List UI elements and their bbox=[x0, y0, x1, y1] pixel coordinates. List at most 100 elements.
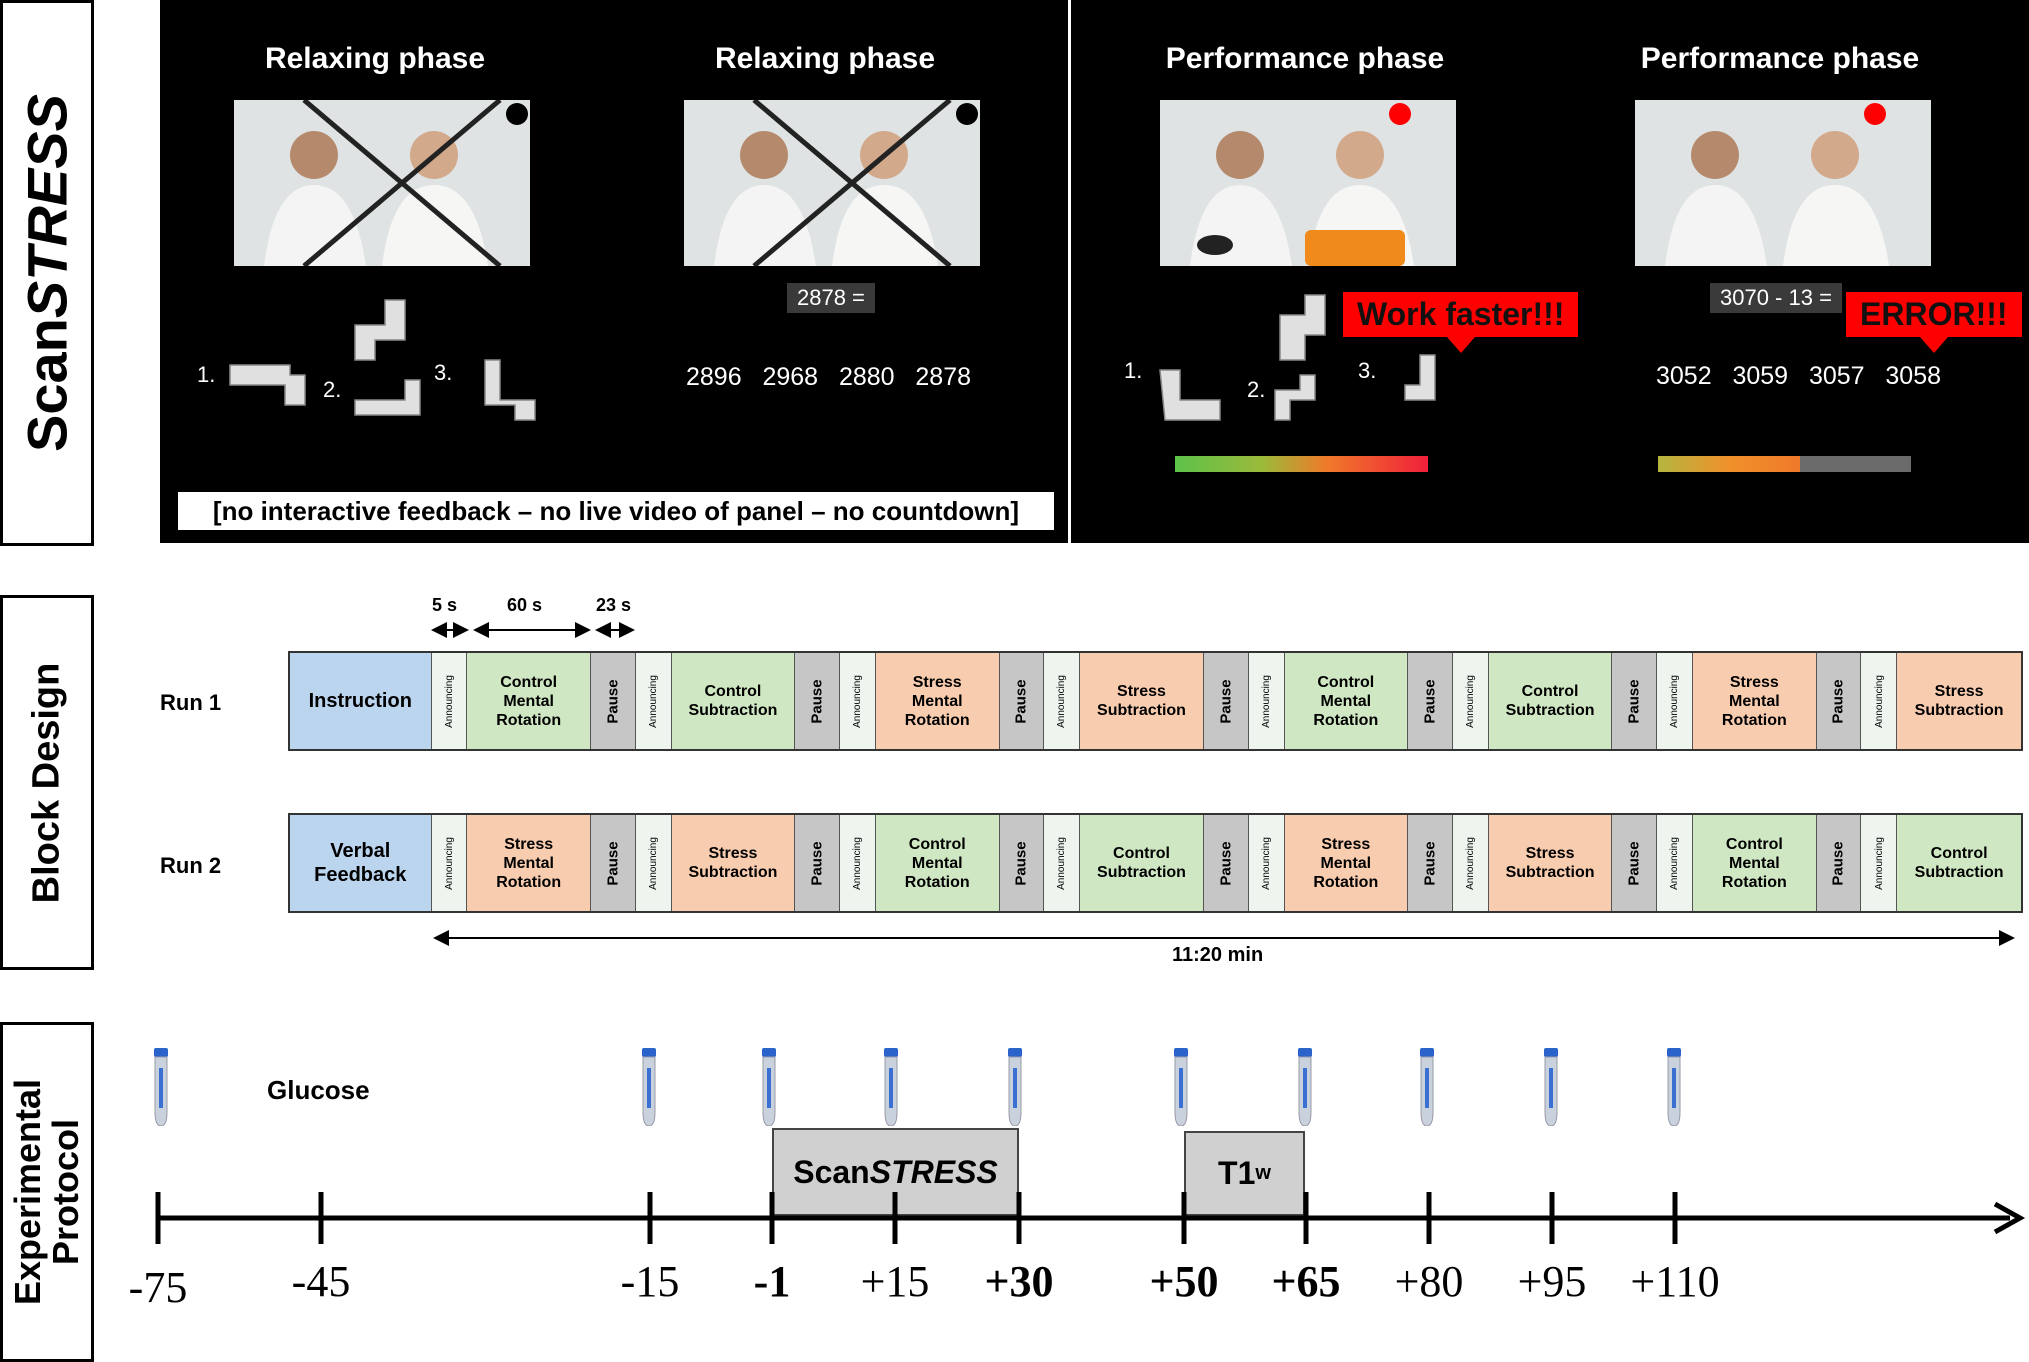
run2-block-pause: Pause bbox=[999, 815, 1045, 911]
run1-block-ann: Announcing bbox=[1044, 653, 1081, 749]
scanstress-prefix: Scan bbox=[15, 318, 79, 452]
blood-tube-icon bbox=[762, 1048, 776, 1126]
perf2-progress-bar bbox=[1658, 456, 1911, 472]
run1-block-pause: Pause bbox=[999, 653, 1045, 749]
protocol-tick-label: +30 bbox=[984, 1257, 1054, 1306]
protocol-tick-label: +15 bbox=[860, 1257, 930, 1306]
scanstress-box-suffix: STRESS bbox=[869, 1153, 998, 1190]
perf1-option-1: 1. bbox=[1124, 358, 1143, 383]
run2-block-pause: Pause bbox=[590, 815, 636, 911]
blood-tube-icon bbox=[1008, 1048, 1022, 1126]
section-block-design-box: Block Design bbox=[0, 595, 94, 970]
run2-block-ann: Announcing bbox=[1044, 815, 1081, 911]
relax1-title: Relaxing phase bbox=[264, 42, 486, 75]
relax-answer-4: 2878 bbox=[915, 363, 972, 391]
performance-panel bbox=[1071, 0, 2029, 543]
protocol-tick-label: -1 bbox=[753, 1257, 791, 1306]
protocol-tick-label: -45 bbox=[291, 1257, 351, 1306]
relax1-option-3: 3. bbox=[434, 360, 453, 385]
protocol-tick-label: +50 bbox=[1149, 1257, 1219, 1306]
section-block-design-label: Block Design bbox=[25, 662, 68, 903]
perf1-progress-bar bbox=[1175, 456, 1428, 472]
run2-block-ann: Announcing bbox=[840, 815, 876, 911]
run2-block-ann: Announcing bbox=[1452, 815, 1489, 911]
timing-23s: 23 s bbox=[596, 595, 632, 615]
relax2-video-art bbox=[684, 100, 980, 266]
run1-block-ann: Announcing bbox=[1452, 653, 1489, 749]
protocol-tick-label: +80 bbox=[1394, 1257, 1464, 1306]
scanstress-box-prefix: Scan bbox=[793, 1153, 870, 1190]
relax1-option-1: 1. bbox=[197, 362, 216, 387]
timing-5s: 5 s bbox=[432, 595, 458, 615]
protocol-tick-label: -15 bbox=[620, 1257, 680, 1306]
run1-block-pause: Pause bbox=[1612, 653, 1658, 749]
timing-arrows bbox=[431, 622, 635, 638]
perf2-progress-fill bbox=[1658, 456, 1800, 472]
perf-answer-options: 3052 3059 3057 3058 bbox=[1656, 362, 1941, 391]
perf1-option-2: 2. bbox=[1247, 377, 1266, 402]
relax1-rotation-shapes bbox=[229, 299, 536, 421]
run2-label: Run 2 bbox=[160, 853, 222, 878]
protocol-tick-label: +95 bbox=[1517, 1257, 1587, 1306]
blood-tube-icon bbox=[1420, 1048, 1434, 1126]
run1-block-pause: Pause bbox=[590, 653, 636, 749]
total-duration: 11:20 min bbox=[1172, 944, 1264, 966]
protocol-tick-label: +65 bbox=[1271, 1257, 1341, 1306]
error-bubble: ERROR!!! bbox=[1846, 292, 2022, 353]
perf-answer-3: 3057 bbox=[1808, 362, 1865, 390]
perf1-title: Performance phase bbox=[1165, 42, 1445, 75]
section-scanstress-label: ScanSTRESS bbox=[15, 94, 80, 452]
glucose-label: Glucose bbox=[267, 1075, 370, 1105]
relax1-option-2: 2. bbox=[323, 377, 342, 402]
run1-block-pause: Pause bbox=[795, 653, 841, 749]
relax-answer-options: 2896 2968 2880 2878 bbox=[686, 363, 971, 392]
run1-block-ann: Announcing bbox=[1861, 653, 1898, 749]
relax2-title: Relaxing phase bbox=[714, 42, 936, 75]
perf-answer-1: 3052 bbox=[1656, 362, 1712, 390]
scanstress-suffix: STRESS bbox=[15, 94, 79, 319]
run1-block-instr: Instruction bbox=[290, 653, 432, 749]
run1-block-pause: Pause bbox=[1816, 653, 1862, 749]
perf2-video-art bbox=[1635, 100, 1931, 266]
perf-answer-4: 3058 bbox=[1885, 362, 1942, 390]
blood-tube-icon bbox=[1174, 1048, 1188, 1126]
relax-answer-2: 2968 bbox=[762, 363, 819, 391]
protocol-line-1: Experimental bbox=[7, 1078, 48, 1306]
blood-tube-icon bbox=[154, 1048, 168, 1126]
run2-block-ann: Announcing bbox=[635, 815, 672, 911]
perf-equation: 3070 - 13 = bbox=[1710, 283, 1842, 313]
section-scanstress-box: ScanSTRESS bbox=[0, 0, 94, 546]
total-duration-arrow bbox=[433, 930, 2015, 946]
run2-block-ann: Announcing bbox=[1248, 815, 1285, 911]
run2-block-ann: Announcing bbox=[1861, 815, 1898, 911]
t1-main: T1 bbox=[1218, 1155, 1256, 1191]
run2-block-pause: Pause bbox=[1408, 815, 1453, 911]
protocol-tick-label: -75 bbox=[128, 1263, 188, 1312]
run2-block-pause: Pause bbox=[1816, 815, 1862, 911]
relax-answer-3: 2880 bbox=[838, 363, 895, 391]
perf2-video bbox=[1635, 100, 1931, 266]
run2-block-pause: Pause bbox=[1203, 815, 1249, 911]
idle-dot bbox=[506, 103, 528, 125]
relax-panel bbox=[160, 0, 1068, 543]
relax2-video bbox=[684, 100, 980, 266]
blood-tube-icon bbox=[1298, 1048, 1312, 1126]
run1-block-ann: Announcing bbox=[840, 653, 876, 749]
protocol-tick-label: +110 bbox=[1630, 1257, 1720, 1306]
protocol-timeline-axis bbox=[155, 1192, 2026, 1244]
blood-tube-icon bbox=[884, 1048, 898, 1126]
